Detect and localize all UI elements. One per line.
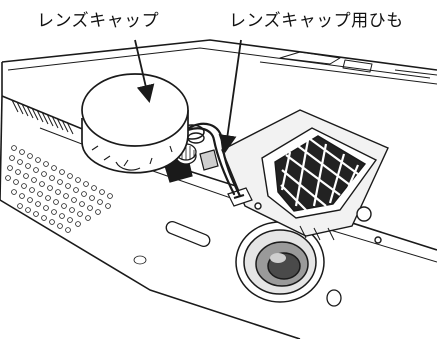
lens-cap-string-arrow xyxy=(226,40,241,146)
lens-cap-string-label: レンズキャップ用ひも xyxy=(229,6,404,31)
small-button xyxy=(327,290,341,306)
lens-cap-label: レンズキャップ xyxy=(37,6,159,31)
front-slot xyxy=(134,220,212,264)
projector-body xyxy=(0,40,437,339)
filter-cover xyxy=(222,110,388,243)
lens-cap xyxy=(82,74,188,173)
